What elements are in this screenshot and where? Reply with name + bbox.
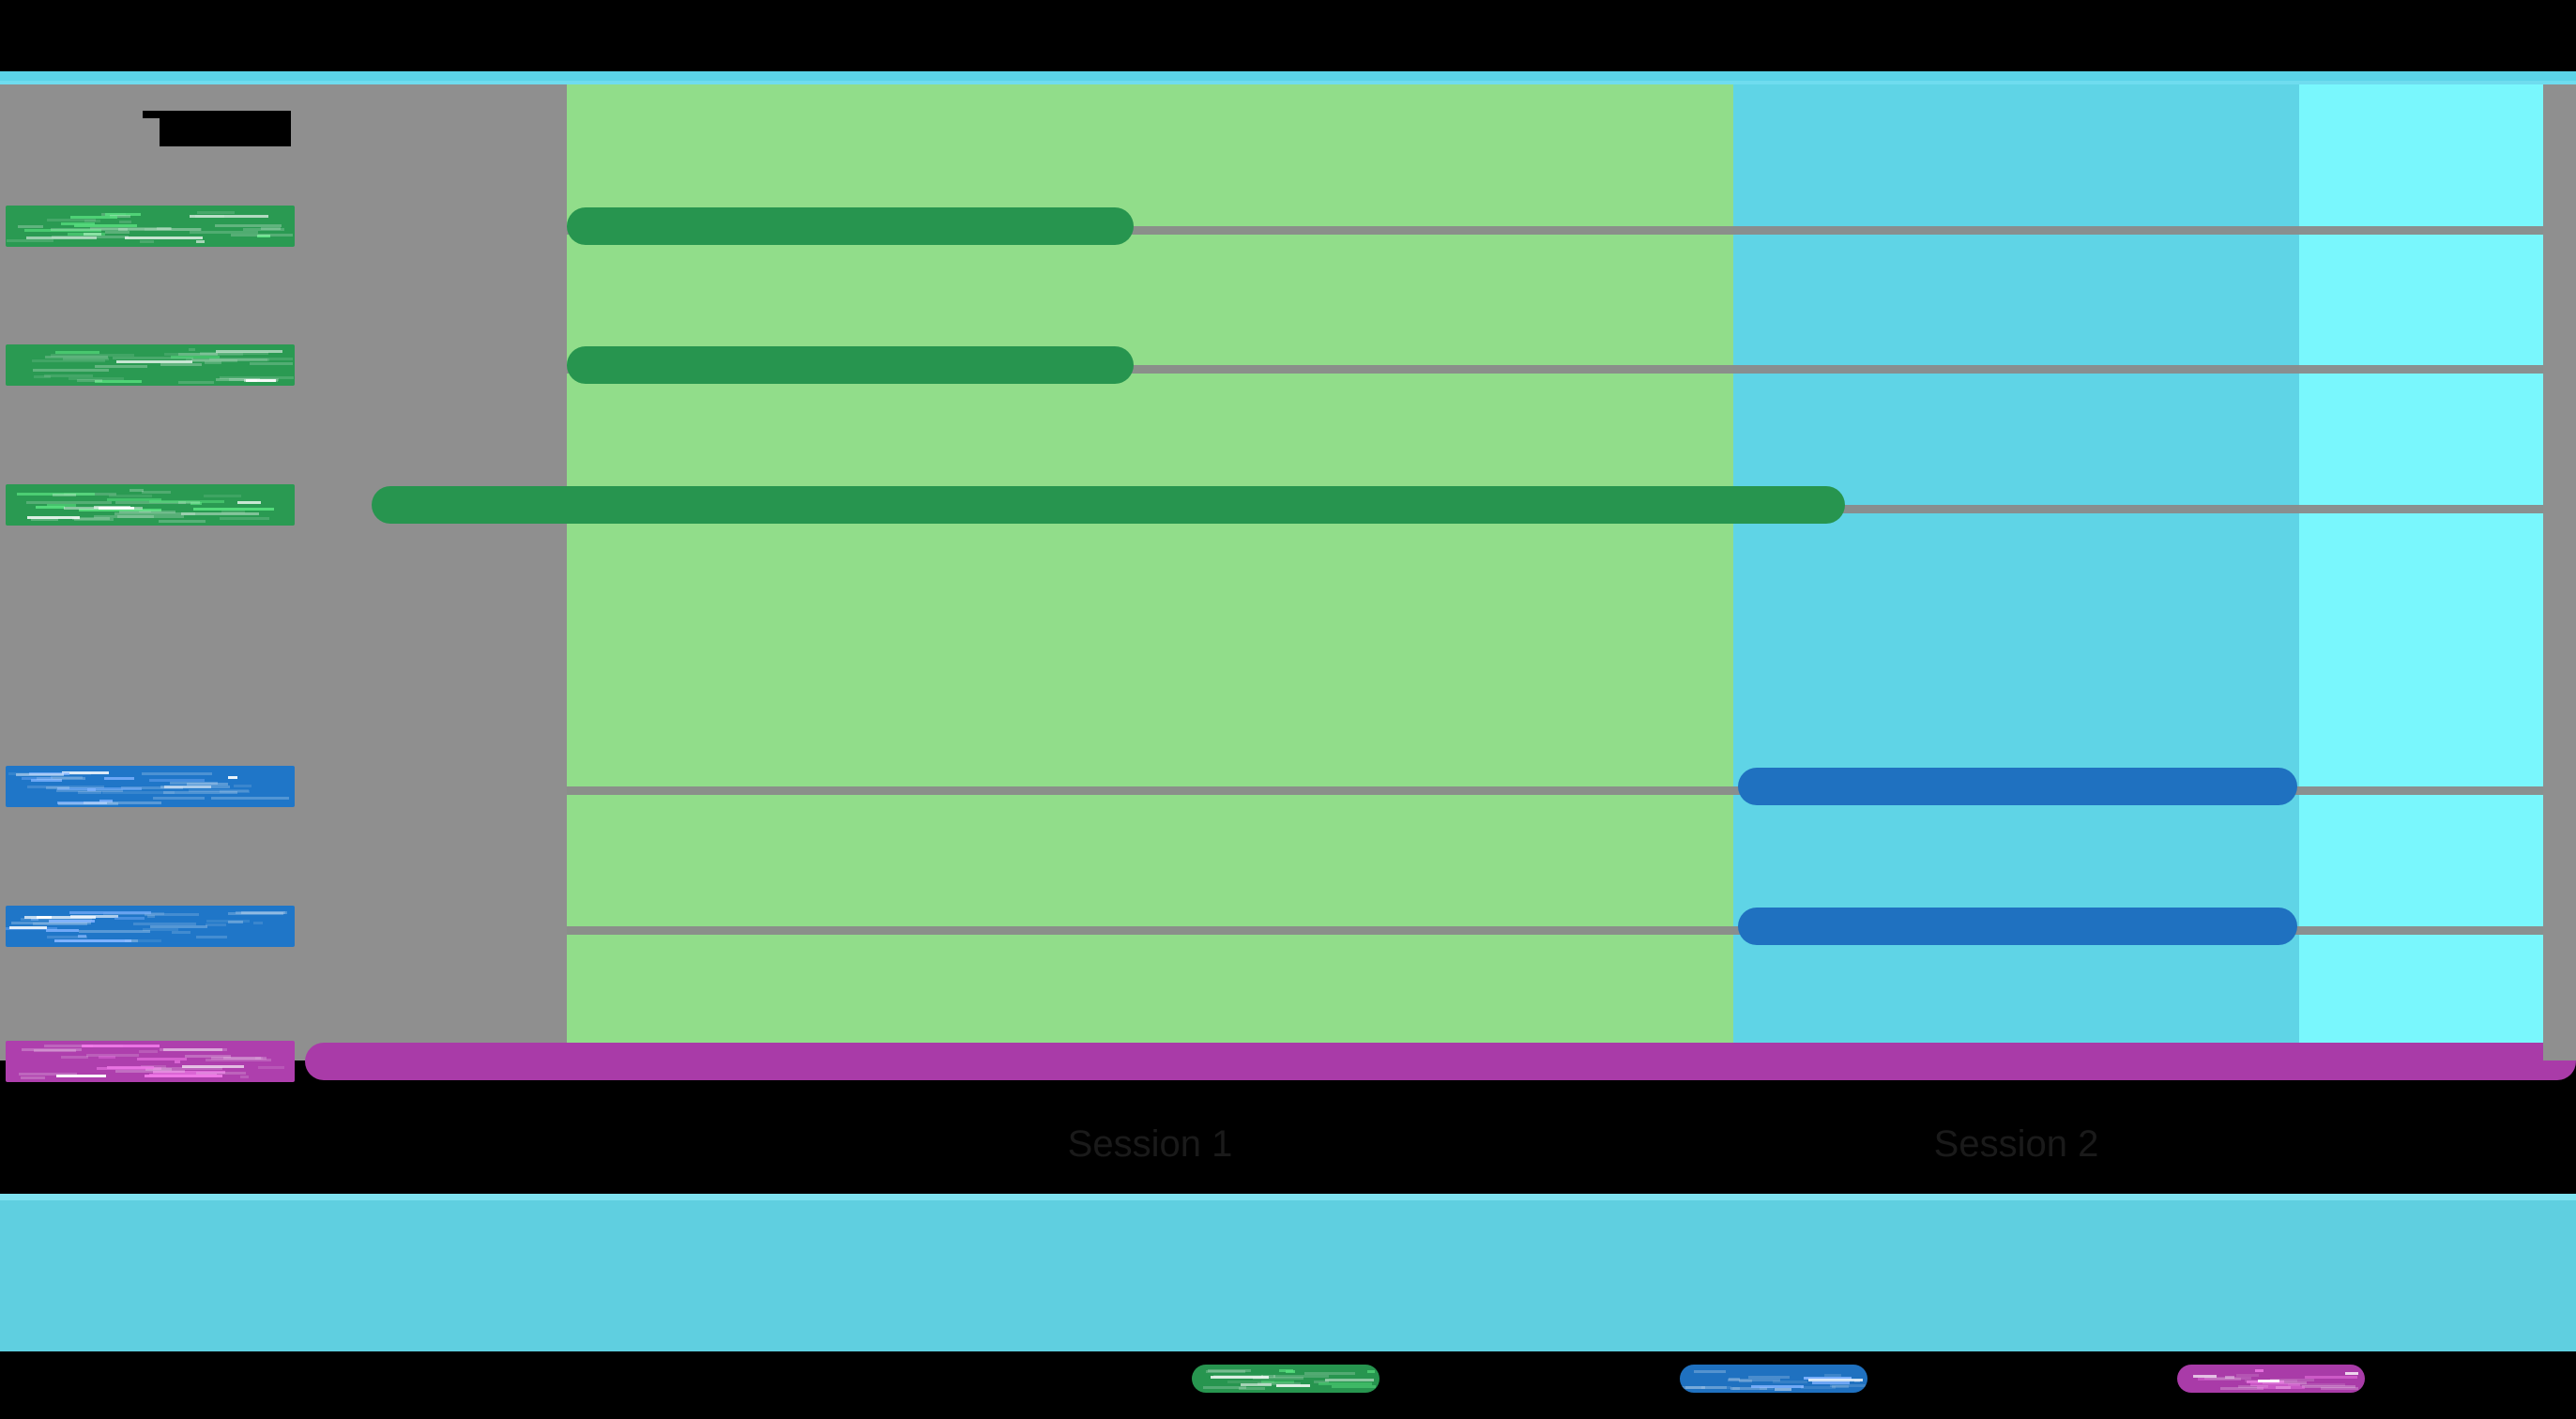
legend-item-0[interactable] [1192, 1365, 1379, 1393]
row-label-redacted-3 [6, 766, 295, 807]
top-accent-strip [0, 71, 2576, 81]
lower-panel-edge [0, 1194, 2576, 1201]
chart-title-redaction-notch [143, 111, 161, 118]
session-band-label: Session 1 [1067, 1123, 1233, 1165]
gantt-bar-green-1[interactable] [567, 346, 1134, 384]
row-label-redacted-2 [6, 484, 295, 526]
row-label-redacted-1 [6, 344, 295, 386]
redaction-noise [6, 344, 295, 386]
chart-legend [0, 1351, 2576, 1419]
session-band-label: Session 2 [1933, 1123, 2099, 1165]
chart-title-redaction [160, 111, 291, 146]
gridline [567, 226, 2543, 235]
gridline [567, 786, 2543, 795]
redaction-noise [6, 766, 295, 807]
redaction-noise [1192, 1365, 1379, 1393]
gantt-bar-magenta-5[interactable] [305, 1043, 2576, 1080]
gantt-bar-green-2[interactable] [372, 486, 1845, 524]
legend-item-2[interactable] [2177, 1365, 2365, 1393]
gantt-bar-blue-4[interactable] [1738, 908, 2297, 945]
redaction-noise [6, 206, 295, 247]
redaction-noise [1680, 1365, 1867, 1393]
gantt-bar-green-0[interactable] [567, 207, 1134, 245]
legend-item-1[interactable] [1680, 1365, 1867, 1393]
row-label-redacted-4 [6, 906, 295, 947]
plot-right-gutter [2543, 84, 2576, 1060]
redaction-noise [2177, 1365, 2365, 1393]
gantt-bar-blue-3[interactable] [1738, 768, 2297, 805]
gantt-plot-area: Session 1 Session 2 [0, 84, 2576, 1165]
row-label-redacted-0 [6, 206, 295, 247]
session-band-1: Session 1 [567, 84, 1733, 1165]
top-accent-strip-secondary [0, 81, 2576, 84]
redaction-noise [6, 1041, 295, 1082]
session-band-2: Session 2 [1733, 84, 2299, 1165]
row-label-redacted-5 [6, 1041, 295, 1082]
gridline [567, 365, 2543, 374]
session-band-3 [2299, 84, 2543, 1060]
gridline [567, 926, 2543, 935]
redaction-noise [6, 906, 295, 947]
redaction-noise [6, 484, 295, 526]
